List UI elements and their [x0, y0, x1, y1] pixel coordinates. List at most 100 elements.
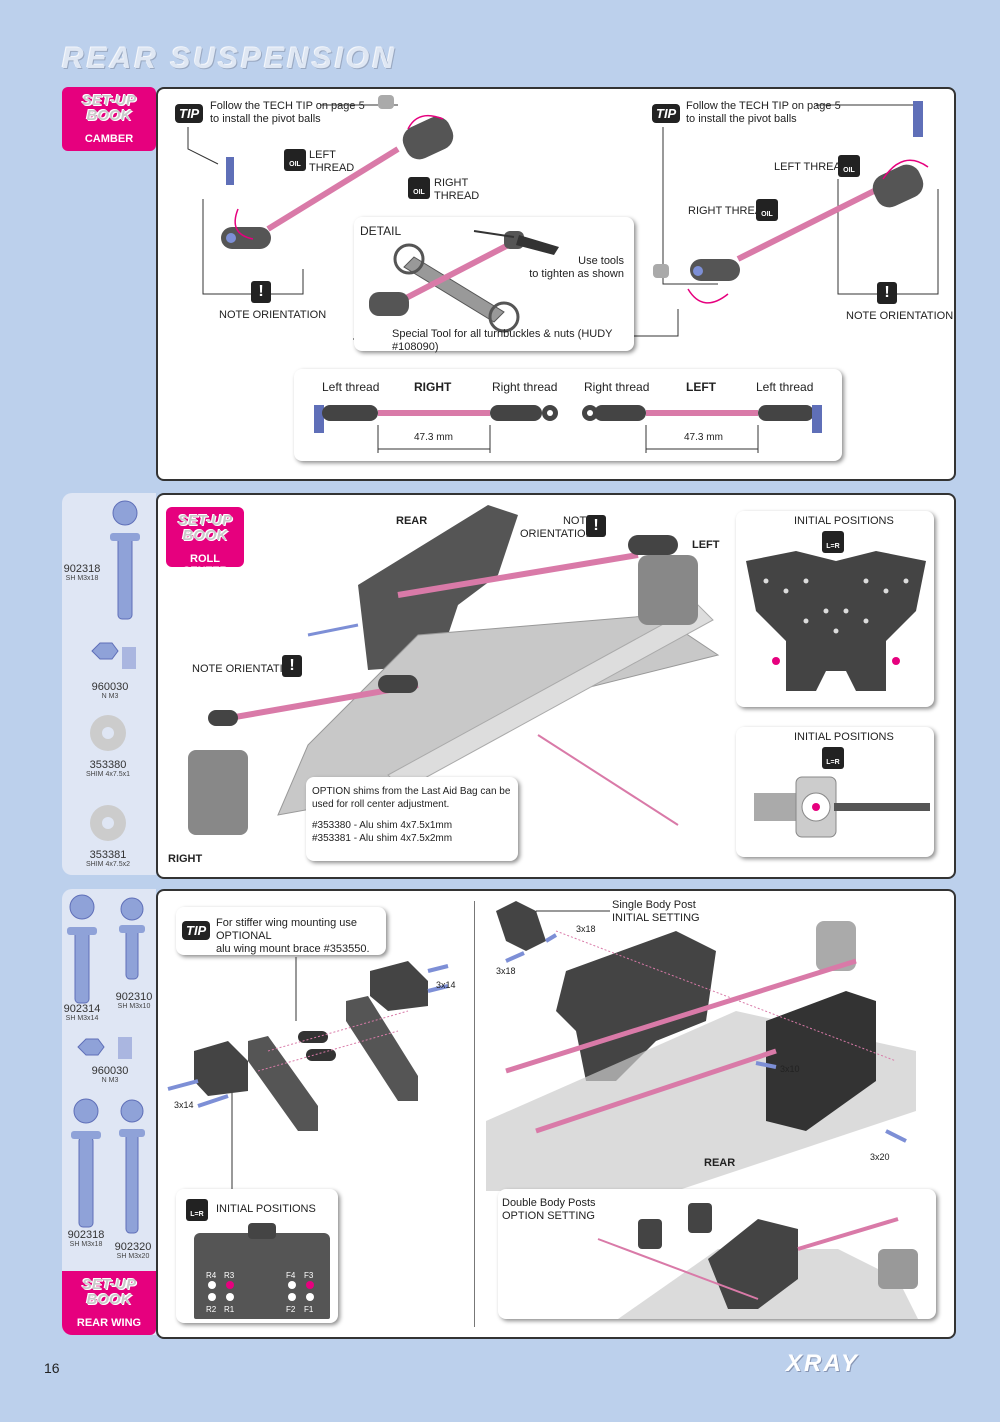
- warning-icon: !: [282, 655, 302, 677]
- dim-a: 47.3 mm: [414, 432, 453, 443]
- rod-right-thread-a: Right thread: [492, 380, 558, 394]
- left-thread-label-right: LEFT THREAD: [774, 161, 849, 173]
- camber-link-drawing: [187, 95, 939, 340]
- initial-positions-label: INITIAL POSITIONS: [794, 515, 894, 527]
- warning-icon: !: [586, 515, 606, 537]
- screw-3x14-b: 3x14: [174, 1100, 194, 1110]
- part-960030: 960030 N M3: [91, 1065, 129, 1084]
- wing-mount-drawing: [167, 957, 449, 1191]
- hole-r4: R4: [206, 1271, 217, 1280]
- dim-b: 47.3 mm: [684, 432, 723, 443]
- tip-badge-left: TIP: [175, 104, 204, 123]
- part-902310: 902310 SH M3x10: [115, 991, 153, 1010]
- part-902314: 902314 SH M3x14: [63, 1003, 101, 1022]
- hole-f2: F2: [286, 1305, 296, 1314]
- part-353381: 353381 SHIM 4x7.5x2: [86, 849, 130, 868]
- camber-panel: TIP Follow the TECH TIP on page 5 to ins…: [156, 87, 956, 481]
- part-960030: 960030 N M3: [91, 681, 129, 700]
- oil-icon: OIL: [756, 199, 778, 221]
- right-thread-label: RIGHT THREAD: [434, 177, 480, 202]
- tip-text-left: Follow the TECH TIP on page 5 to install…: [210, 100, 365, 125]
- note-orientation-top: NOTE ORIENTATION: [520, 515, 594, 540]
- setup-book-label: CAMBER: [84, 133, 134, 145]
- hole-dot: [306, 1293, 314, 1301]
- screw-3x20: 3x20: [870, 1152, 890, 1162]
- right-label: RIGHT: [168, 853, 203, 865]
- hole-r3: R3: [224, 1271, 235, 1280]
- hole-dot: [208, 1293, 216, 1301]
- double-post-drawing: [597, 1203, 918, 1319]
- detail-title: DETAIL: [360, 224, 402, 238]
- rod-drawing: [314, 405, 822, 453]
- use-tools-text: Use tools to tighten as shown: [529, 255, 624, 280]
- note-orientation-right: NOTE ORIENTATION: [846, 310, 954, 322]
- hole-dot: [208, 1281, 216, 1289]
- rear-label: REAR: [396, 515, 428, 527]
- detail-callout: DETAIL Use tools to tighten as shown Spe…: [354, 217, 634, 353]
- right-thread-label-right: RIGHT THREAD: [688, 205, 771, 217]
- special-tool-text: Special Tool for all turnbuckles & nuts …: [392, 328, 613, 353]
- initial-positions-label: INITIAL POSITIONS: [216, 1203, 316, 1215]
- double-body-post-callout: Double Body Posts OPTION SETTING: [498, 1189, 936, 1319]
- single-body-post-label: Single Body Post INITIAL SETTING: [612, 899, 700, 924]
- initial-positions-shock-tower: INITIAL POSITIONS L=R: [736, 511, 934, 707]
- screw-3x18-a: 3x18: [576, 924, 596, 934]
- hole-r2: R2: [206, 1305, 217, 1314]
- rod-right-thread-b: Right thread: [584, 380, 650, 394]
- wing-tip-text: For stiffer wing mounting use OPTIONAL a…: [216, 917, 370, 955]
- screw-3x14-a: 3x14: [436, 980, 456, 990]
- parts-sidebar-roll-center: 902318 SH M3x18 960030 N M3 353380 SHIM …: [62, 493, 156, 875]
- turnbuckle-length-callout: Left thread RIGHT Right thread Right thr…: [294, 369, 842, 461]
- part-353380: 353380 SHIM 4x7.5x1: [86, 759, 130, 778]
- wing-tip-callout: TIP For stiffer wing mounting use OPTION…: [176, 907, 386, 955]
- setup-book-line2: BOOK: [86, 107, 132, 124]
- brand-logo: XRAY: [786, 1350, 859, 1377]
- rear-label: REAR: [704, 1157, 736, 1169]
- setup-book-roll-center: SET-UP BOOK ROLL CENTER: [166, 507, 244, 577]
- lr-icon: L=R: [186, 1199, 208, 1221]
- warning-icon: !: [251, 281, 271, 303]
- oil-icon: OIL: [284, 149, 306, 171]
- rod-left-thread-b: Left thread: [756, 380, 814, 394]
- tool-drawing: [369, 230, 559, 333]
- wing-initial-positions: L=R INITIAL POSITIONS R4 R3 F4 F3 R2 R1 …: [176, 1189, 338, 1323]
- rod-left-label: LEFT: [686, 380, 716, 394]
- lr-icon: L=R: [822, 747, 844, 769]
- hole-dot-selected: [306, 1281, 314, 1289]
- oil-icon: OIL: [408, 177, 430, 199]
- hole-r1: R1: [224, 1305, 235, 1314]
- roll-center-panel: SET-UP BOOK ROLL CENTER REAR LEFT RIGHT …: [156, 493, 956, 879]
- rear-wing-panel: TIP For stiffer wing mounting use OPTION…: [156, 889, 956, 1339]
- rod-left-thread-a: Left thread: [322, 380, 380, 394]
- page-number: 16: [44, 1360, 60, 1376]
- hole-f4: F4: [286, 1271, 296, 1280]
- left-label: LEFT: [692, 539, 720, 551]
- hole-dot-selected: [226, 1281, 234, 1289]
- plate-boss: [248, 1223, 276, 1239]
- tip-badge: TIP: [182, 921, 211, 940]
- setup-book-camber: SET-UP BOOK CAMBER: [62, 87, 156, 151]
- double-body-post-label: Double Body Posts OPTION SETTING: [502, 1197, 596, 1222]
- screw-3x18-b: 3x18: [496, 966, 516, 976]
- screw-3x10: 3x10: [780, 1064, 800, 1074]
- lr-icon: L=R: [822, 531, 844, 553]
- hole-dot: [226, 1293, 234, 1301]
- note-orientation-mid: NOTE ORIENTATION: [192, 663, 300, 675]
- parts-sidebar-rear-wing: 902314 SH M3x14 902310 SH M3x10 960030 N…: [62, 889, 156, 1335]
- initial-positions-hub: INITIAL POSITIONS L=R: [736, 727, 934, 857]
- body-post-drawing: [486, 901, 916, 1191]
- page-title: REAR SUSPENSION: [62, 42, 398, 75]
- shock-tower-drawing: [746, 551, 926, 691]
- tip-badge-right: TIP: [652, 104, 681, 123]
- note-orientation-left: NOTE ORIENTATION: [219, 309, 327, 321]
- tip-text-right: Follow the TECH TIP on page 5 to install…: [686, 100, 841, 125]
- option-shims-text: OPTION shims from the Last Aid Bag can b…: [312, 786, 511, 844]
- hole-dot: [288, 1281, 296, 1289]
- rod-right-label: RIGHT: [414, 380, 452, 394]
- part-902320: 902320 SH M3x20: [114, 1241, 152, 1260]
- option-shims-callout: OPTION shims from the Last Aid Bag can b…: [306, 777, 518, 861]
- rear-suspension-drawing: [188, 505, 720, 835]
- part-902318: 902318 SH M3x18: [63, 563, 101, 582]
- hole-f3: F3: [304, 1271, 314, 1280]
- setup-book-line1: SET-UP: [81, 92, 137, 109]
